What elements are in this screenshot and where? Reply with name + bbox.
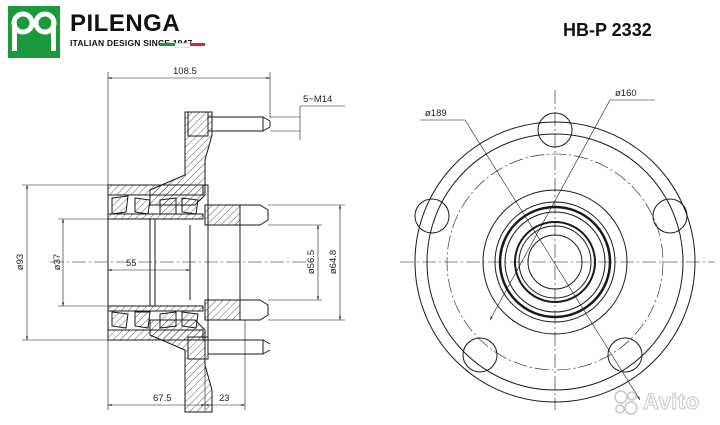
flange-section (149, 111, 213, 206)
spigot-lower-hatch (204, 299, 241, 321)
bolt-hole-4 (462, 337, 498, 373)
dim-flange-offset: 23 (219, 393, 230, 404)
dim-hub-diameter-2: ø64.8 (328, 250, 339, 274)
dim-hub-diameter-1: ø56.5 (306, 250, 317, 274)
section-view (50, 111, 310, 413)
hub-ring-6 (518, 225, 592, 299)
bearing-outer-top (107, 184, 204, 196)
flag-red (190, 43, 205, 46)
bearing-rollers-top (107, 195, 204, 220)
dim-hub-length: 67.5 (153, 393, 172, 404)
hub-ring-2 (494, 201, 616, 323)
dim-bearing-width: 55 (126, 258, 137, 269)
avito-logo-icon (614, 390, 638, 415)
pilenga-logo-icon (8, 6, 60, 58)
hub-bore (527, 234, 583, 290)
brand-name: PILENGA (70, 10, 181, 37)
hub-ring-5 (514, 221, 596, 303)
avito-watermark-text: Avito (643, 389, 700, 415)
dim-bolt-circle: ø189 (425, 108, 447, 119)
bolt-hole-1 (537, 112, 573, 148)
front-view (400, 90, 715, 410)
hub-spigot (205, 204, 269, 321)
lower-stud (207, 339, 264, 355)
bolt-circle (446, 153, 664, 371)
front-dimensions (420, 99, 655, 401)
flange-section-lower (149, 319, 213, 413)
italian-flag-stripe (160, 43, 205, 48)
hub-ring-3 (498, 205, 612, 319)
flag-white (175, 43, 190, 48)
bolt-hole-5 (607, 337, 643, 373)
dim-overall-length: 108.5 (173, 66, 197, 77)
hub-ring-1 (482, 189, 628, 335)
brand-tagline: ITALIAN DESIGN SINCE 1947 (70, 38, 193, 48)
hub-ring-4 (504, 211, 606, 313)
bearing-outer-bottom (107, 329, 204, 341)
upper-stud (207, 116, 264, 132)
bolt-hole-2 (414, 198, 450, 234)
section-dimensions (22, 72, 345, 410)
dim-flange-diameter: ø93 (15, 254, 26, 270)
flange-outer-circle (414, 121, 696, 403)
part-number: HB-P 2332 (563, 20, 652, 40)
brand-logo: PILENGA ITALIAN DESIGN SINCE 1947 (8, 6, 213, 58)
dim-stud-thread: 5−M14 (303, 94, 332, 105)
bolt-hole-3 (652, 198, 688, 234)
flag-green (160, 43, 175, 46)
dim-bore-diameter: ø37 (52, 254, 63, 270)
dim-pilot-diameter: ø160 (615, 88, 637, 99)
avito-watermark: Avito (612, 382, 714, 422)
flange-inner-circle (426, 133, 684, 391)
spigot-upper-hatch (204, 204, 241, 226)
